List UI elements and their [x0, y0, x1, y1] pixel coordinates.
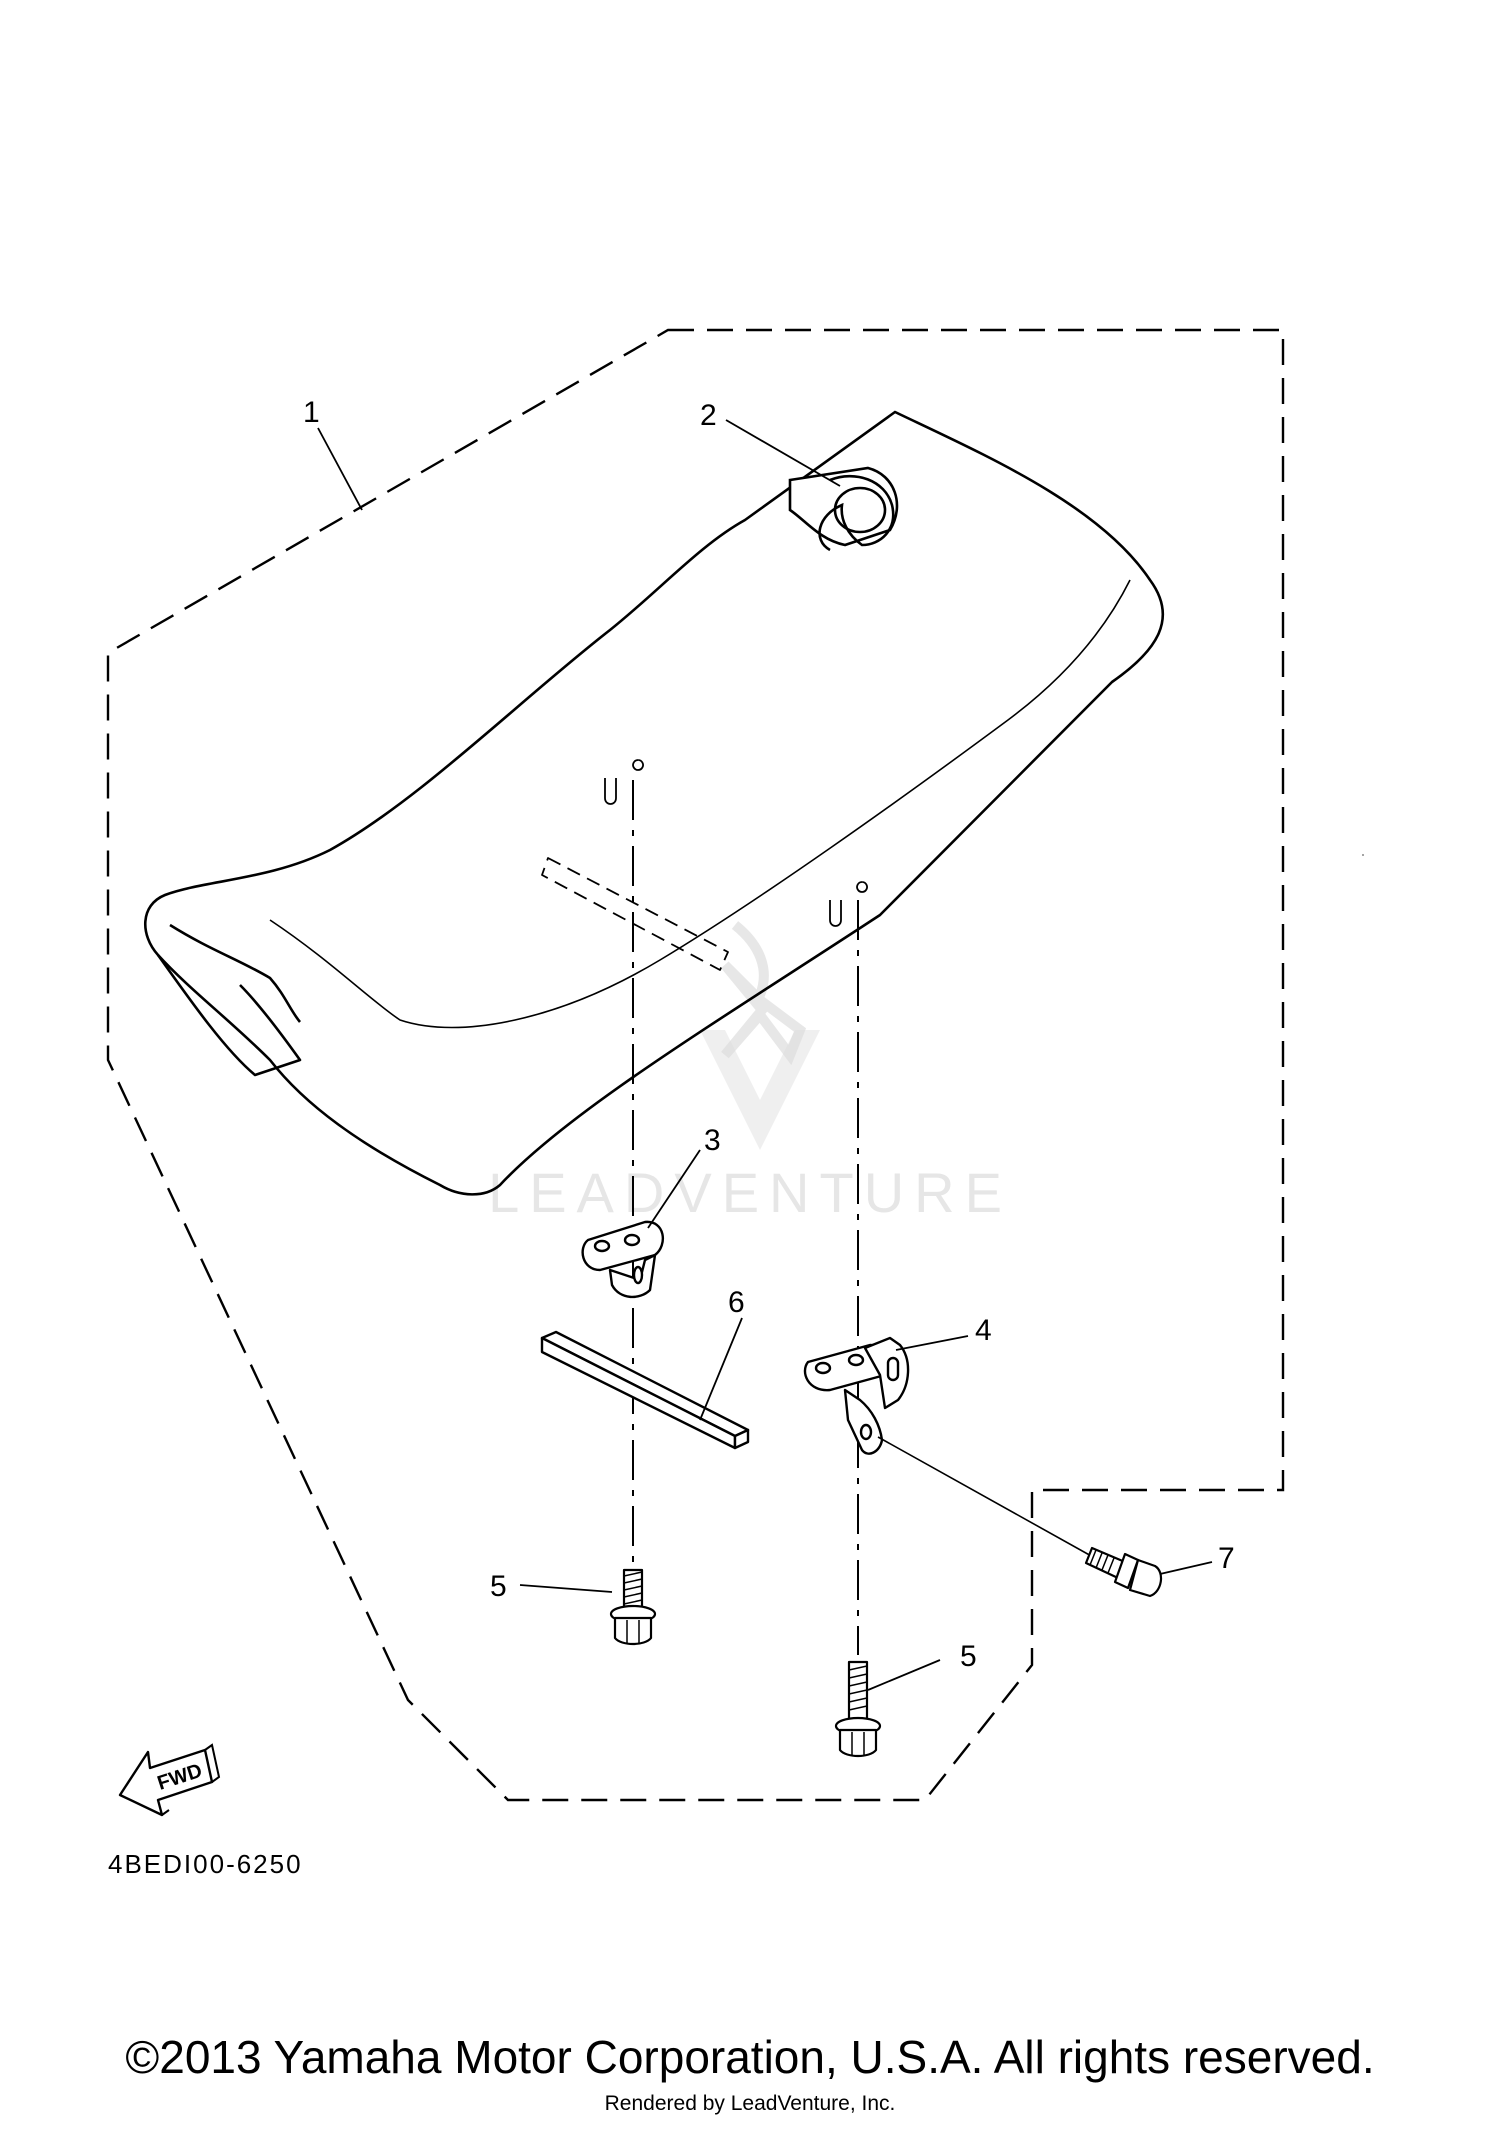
- bolt-7-head: [1128, 1558, 1163, 1598]
- copyright-notice: ©2013 Yamaha Motor Corporation, U.S.A. A…: [125, 2031, 1375, 2083]
- seat-front-flap: [156, 954, 302, 1077]
- leader-5-right: [867, 1659, 941, 1691]
- hook-body: [788, 466, 899, 547]
- watermark-v-mark: [700, 1030, 820, 1150]
- bolt-7-threads: [1089, 1549, 1115, 1574]
- seat-mount-hook-right: [829, 881, 868, 927]
- seat-outline: [144, 410, 1165, 1196]
- watermark-flame-logo: [721, 921, 807, 1066]
- fwd-arrow-shadow: [161, 1743, 221, 1816]
- bracket-4-hole-a: [814, 1361, 832, 1375]
- seat-part-1: [144, 410, 1165, 1196]
- leader-1: [317, 427, 363, 511]
- bolt-part-7: [877, 1436, 1163, 1598]
- bolt-5b-head: [838, 1728, 878, 1758]
- bracket-3-leg: [608, 1253, 657, 1299]
- callout-2: 2: [700, 399, 717, 432]
- callout-5-left: 5: [490, 1570, 507, 1603]
- leader-2: [725, 419, 841, 487]
- seat-hook-part-2: [788, 466, 899, 552]
- seat-front-flap-edge: [169, 923, 302, 1023]
- callout-1: 1: [303, 396, 320, 429]
- bracket-4-hole-c: [859, 1423, 873, 1441]
- leader-4: [895, 1335, 969, 1351]
- bracket-4-leg: [843, 1388, 884, 1455]
- leader-7: [1159, 1561, 1213, 1575]
- bolt-7-leader-line: [877, 1436, 1103, 1563]
- strip-part-6: [540, 1330, 750, 1450]
- bracket-4-slot: [886, 1356, 900, 1382]
- assembly-boundary-dashed: [106, 328, 1285, 1802]
- bracket-part-3: [581, 1220, 665, 1299]
- bolt-part-5-right: [834, 1660, 882, 1758]
- hook-opening: [833, 486, 887, 534]
- watermark-text: LEADVENTURE: [488, 1161, 1012, 1224]
- strip-front-face: [540, 1336, 737, 1450]
- hook-collar: [818, 474, 895, 552]
- bracket-4-hole-b: [847, 1353, 865, 1367]
- bolt-7-flange: [1113, 1552, 1140, 1590]
- bracket-3-hole-b: [623, 1233, 641, 1247]
- bolt-5a-head-facet: [626, 1620, 640, 1643]
- strip-end-face: [733, 1428, 750, 1450]
- leader-5-left: [519, 1584, 613, 1593]
- seat-hidden-bracket: [541, 857, 729, 971]
- leadventure-watermark: LEADVENTURE: [488, 921, 1012, 1224]
- bracket-4-tab: [863, 1336, 910, 1410]
- callout-7: 7: [1218, 1542, 1235, 1575]
- callout-leaders: [317, 419, 1213, 1691]
- bracket-part-4: [803, 1336, 910, 1455]
- leader-6: [699, 1317, 743, 1421]
- bolt-5a-head: [613, 1616, 653, 1646]
- fwd-arrow-shape: [118, 1748, 214, 1817]
- bolt-part-5-left: [609, 1568, 657, 1646]
- illustration-code: 4BEDI00-6250: [108, 1849, 303, 1879]
- stray-mark: [1362, 854, 1364, 856]
- callout-5-right: 5: [960, 1640, 977, 1673]
- callout-4: 4: [975, 1314, 992, 1347]
- seat-mount-hook-left: [604, 759, 644, 805]
- bolt-5b-threads: [848, 1665, 868, 1711]
- rendered-by-notice: Rendered by LeadVenture, Inc.: [604, 2092, 896, 2115]
- strip-top: [540, 1330, 750, 1438]
- callout-labels: 1 2 3 4 5 5 6 7: [303, 396, 1235, 1673]
- callout-3: 3: [704, 1124, 721, 1157]
- callout-6: 6: [728, 1286, 745, 1319]
- bolt-5a-threads: [623, 1571, 643, 1605]
- assembly-centerlines: [632, 780, 859, 1655]
- leader-3: [647, 1149, 701, 1229]
- fwd-arrow: FWD: [118, 1743, 221, 1817]
- seat-crease: [269, 579, 1131, 1029]
- bracket-3-slot: [632, 1265, 644, 1285]
- bracket-3-hole-a: [593, 1239, 611, 1253]
- bolt-5b-head-facet: [851, 1732, 865, 1755]
